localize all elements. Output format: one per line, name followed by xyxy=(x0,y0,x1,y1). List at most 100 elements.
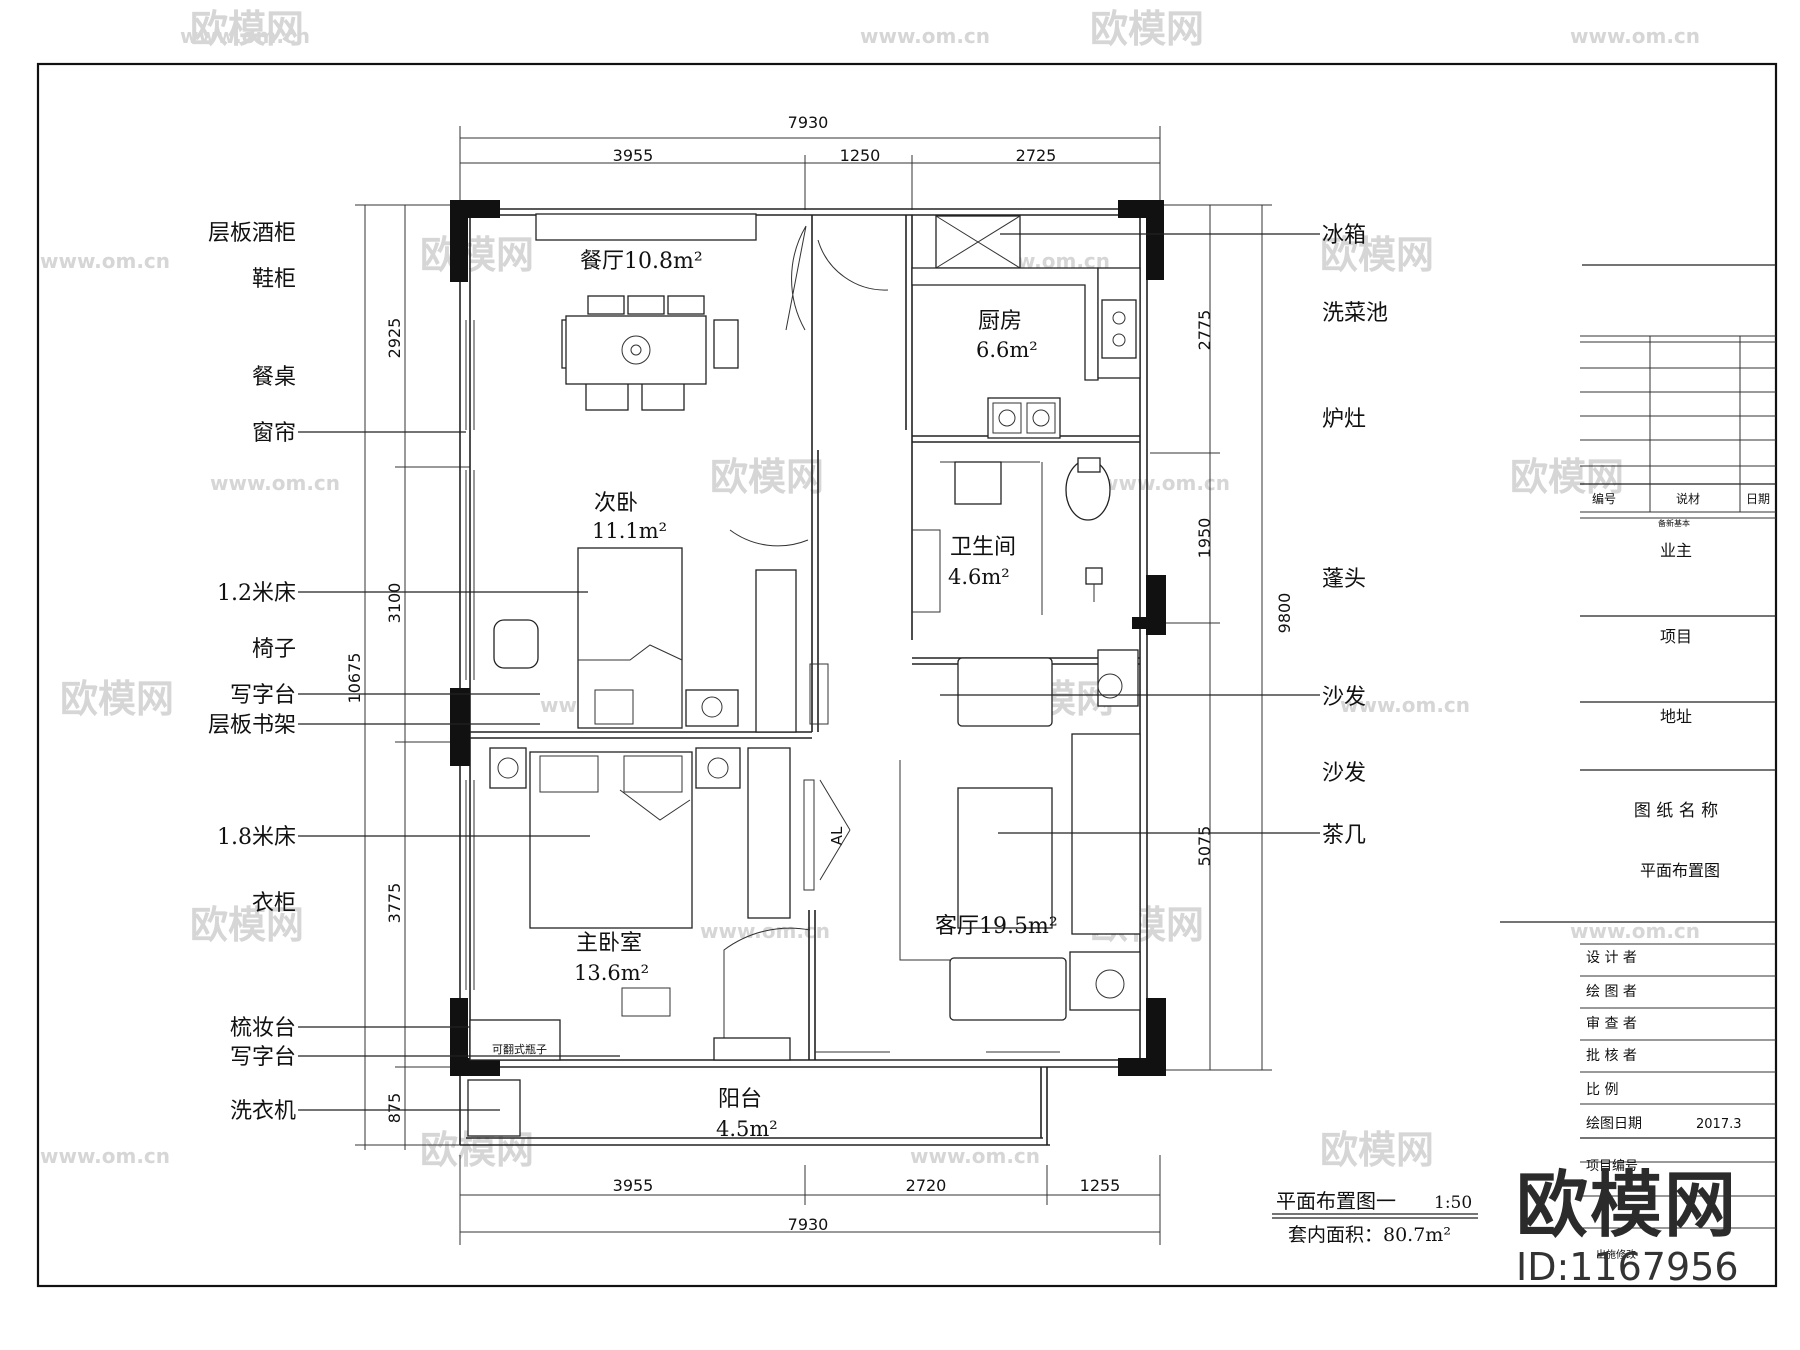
room-balcony-area: 4.5m² xyxy=(716,1117,778,1141)
room-master-bedroom-area: 13.6m² xyxy=(574,961,649,985)
label-wine-cabinet: 层板酒柜 xyxy=(208,221,296,246)
room-balcony: 阳台 xyxy=(718,1087,762,1112)
dim-left-seg-2: 3100 xyxy=(385,583,404,624)
room-bathroom: 卫生间 xyxy=(950,535,1016,560)
label-chair: 椅子 xyxy=(252,637,296,662)
wine-cabinet xyxy=(535,213,757,241)
label-shower: 蓬头 xyxy=(1322,567,1366,592)
watermark-brand-11: 欧模网 xyxy=(1320,1128,1434,1172)
watermark-url-1: www.om.cn xyxy=(860,24,990,48)
dim-top-seg-2: 1250 xyxy=(840,146,881,165)
tb-approver: 批 核 者 xyxy=(1586,1048,1637,1064)
watermark-url-5: www.om.cn xyxy=(210,471,340,495)
tb-owner: 业主 xyxy=(1660,541,1692,560)
watermark-brand-1: 欧模网 xyxy=(1090,7,1204,51)
dim-right-seg-2: 1950 xyxy=(1195,518,1214,559)
right-labels: 冰箱 洗菜池 炉灶 蓬头 沙发 沙发 茶几 xyxy=(1322,223,1388,848)
dim-bottom-total: 7930 xyxy=(788,1215,829,1234)
label-dressing-table: 梳妆台 xyxy=(230,1016,296,1041)
tb-header-date: 日期 xyxy=(1746,492,1770,506)
room-bathroom-area: 4.6m² xyxy=(948,565,1010,589)
label-fridge: 冰箱 xyxy=(1322,223,1366,248)
door-dining xyxy=(785,225,807,331)
label-sofa-1: 沙发 xyxy=(1322,685,1366,710)
bed-1-2m xyxy=(577,547,683,729)
master-bedroom-furniture xyxy=(469,747,811,1061)
tb-drawing-name: 平面布置图 xyxy=(1640,861,1720,880)
stove xyxy=(987,397,1061,439)
bathroom-fixtures xyxy=(912,457,1111,615)
label-dining-table: 餐桌 xyxy=(252,365,296,390)
drawing-caption: 平面布置图一 1:50 套内面积：80.7m² xyxy=(1272,1189,1478,1246)
watermark-brand-2: 欧模网 xyxy=(420,233,534,277)
caption-area: 套内面积：80.7m² xyxy=(1288,1224,1451,1246)
watermark-brand-6: 欧模网 xyxy=(60,677,174,721)
label-washing-machine: 洗衣机 xyxy=(230,1099,296,1124)
label-stove: 炉灶 xyxy=(1322,407,1366,432)
dimension-labels: 7930 3955 1250 2725 3955 2720 1255 7930 … xyxy=(345,113,1294,1234)
dim-top-seg-3: 2725 xyxy=(1016,146,1057,165)
label-curtain: 窗帘 xyxy=(252,421,296,446)
chair xyxy=(493,619,539,669)
dim-right-total: 9800 xyxy=(1275,593,1294,634)
watermark-url-8: www.om.cn xyxy=(1340,693,1470,717)
caption-scale: 1:50 xyxy=(1434,1193,1472,1213)
tb-issue: 出施修改 xyxy=(1596,1248,1636,1261)
tb-header-number: 编号 xyxy=(1592,491,1616,506)
living-furniture xyxy=(899,649,1141,1021)
watermark-brand-8: 欧模网 xyxy=(190,903,304,947)
watermark-url-3: www.om.cn xyxy=(40,249,170,273)
tb-header-material: 说材 xyxy=(1676,491,1700,506)
sliding-door xyxy=(815,1051,1060,1061)
label-bed-1-2m: 1.2米床 xyxy=(217,581,296,606)
label-wardrobe: 衣柜 xyxy=(252,891,296,916)
tb-scale: 比 例 xyxy=(1586,1082,1618,1098)
watermark-url-11: www.om.cn xyxy=(40,1144,170,1168)
left-leaders xyxy=(298,431,620,1111)
watermark-url-0: www.om.cn xyxy=(180,24,310,48)
dim-bottom-seg-2: 2720 xyxy=(906,1176,947,1195)
watermark-url-6: www.om.cn xyxy=(1100,471,1230,495)
label-sofa-2: 沙发 xyxy=(1322,761,1366,786)
dim-right-seg-3: 5075 xyxy=(1195,826,1214,867)
bed-1-8m xyxy=(529,751,693,929)
room-second-bedroom-area: 11.1m² xyxy=(592,519,667,543)
dim-left-seg-1: 2925 xyxy=(385,318,404,359)
room-kitchen-area: 6.6m² xyxy=(976,338,1038,362)
dressing-table xyxy=(469,1019,561,1061)
label-desk-1: 写字台 xyxy=(230,683,296,708)
second-bedroom-furniture xyxy=(493,529,829,733)
furniture: AL 可翻式瓶子 xyxy=(467,213,1141,1137)
room-labels: 餐厅10.8m² 厨房 6.6m² 次卧 11.1m² 卫生间 4.6m² 主卧… xyxy=(574,249,1058,1141)
ac-label: AL xyxy=(828,826,846,845)
label-bed-1-8m: 1.8米床 xyxy=(217,825,296,850)
watermark-brand-5: 欧模网 xyxy=(1510,455,1624,499)
dim-bottom-seg-1: 3955 xyxy=(613,1176,654,1195)
left-labels: 层板酒柜 鞋柜 餐桌 窗帘 1.2米床 椅子 写字台 层板书架 1.8米床 衣柜… xyxy=(208,221,296,1124)
wardrobe-2nd xyxy=(755,569,797,733)
door-kitchen xyxy=(817,239,889,291)
brand-logo-block: 欧模网 ID:1167956 xyxy=(1516,1163,1776,1288)
washing-machine xyxy=(467,1079,521,1137)
watermark-layer: 欧模网欧模网欧模网欧模网欧模网欧模网欧模网欧模网欧模网欧模网欧模网欧模网www.… xyxy=(40,7,1700,1172)
watermark-url-10: www.om.cn xyxy=(1570,919,1700,943)
brand-name: 欧模网 xyxy=(1516,1163,1739,1247)
dim-right-seg-1: 2775 xyxy=(1195,310,1214,351)
tb-sub-note: 备新基本 xyxy=(1658,518,1690,528)
tb-project: 项目 xyxy=(1660,627,1692,646)
tb-drafter: 绘 图 者 xyxy=(1586,984,1637,1000)
tb-project-no: 项目编号 xyxy=(1586,1159,1638,1174)
dining-set xyxy=(561,295,739,411)
dim-left-seg-4: 875 xyxy=(385,1093,404,1124)
wardrobe-master xyxy=(747,747,791,919)
tb-checker: 审 查 者 xyxy=(1586,1016,1637,1032)
caption-title: 平面布置图一 xyxy=(1276,1189,1396,1213)
tb-drawing-name-label: 图 纸 名 称 xyxy=(1634,801,1718,821)
dim-left-seg-3: 3775 xyxy=(385,883,404,924)
label-bookshelf: 层板书架 xyxy=(208,713,296,738)
refrigerator xyxy=(935,215,1021,269)
room-kitchen: 厨房 xyxy=(978,309,1022,334)
watermark-url-12: www.om.cn xyxy=(910,1144,1040,1168)
tb-date-value: 2017.3 xyxy=(1696,1117,1742,1132)
dimension-lines xyxy=(355,126,1272,1245)
